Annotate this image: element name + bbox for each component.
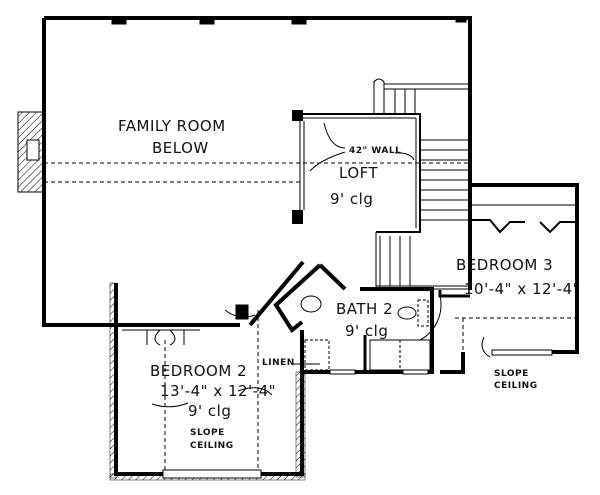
- loft-wall-note: 42" WALL: [349, 146, 402, 156]
- bedroom3-label: BEDROOM 3: [456, 256, 554, 274]
- beam-dashed-lines: [44, 162, 470, 183]
- bedroom2-slope-line1: SLOPE: [190, 428, 225, 438]
- family-room-label: FAMILY ROOM: [118, 117, 226, 135]
- loft-ceiling: 9' clg: [330, 190, 374, 208]
- bedroom3-slope-line2: CEILING: [494, 381, 538, 391]
- bath2-walls: [273, 263, 434, 375]
- hall-angled-wall: [235, 260, 305, 327]
- bedroom2-ceiling: 9' clg: [188, 402, 232, 420]
- family-room-below-note: BELOW: [152, 139, 209, 157]
- bedroom3-slope-line1: SLOPE: [494, 369, 529, 379]
- annotation-arrows: [151, 122, 491, 408]
- linen-label: LINEN: [262, 358, 295, 368]
- fireplace-chimney: [17, 111, 45, 193]
- bedroom3-size: 10'-4" x 12'-4": [464, 280, 581, 298]
- loft-railing: [292, 110, 421, 233]
- bedroom2-label: BEDROOM 2: [150, 362, 248, 380]
- bedroom2-size: 13'-4" x 12'-4": [160, 382, 277, 400]
- stairs: [373, 78, 470, 290]
- loft-label: LOFT: [339, 164, 379, 182]
- bath2-label: BATH 2: [336, 300, 394, 318]
- bedroom3-walls: [419, 183, 579, 374]
- bedroom2-slope-line2: CEILING: [190, 441, 234, 451]
- bath2-ceiling: 9' clg: [345, 322, 389, 340]
- family-room-walls: [42, 16, 472, 327]
